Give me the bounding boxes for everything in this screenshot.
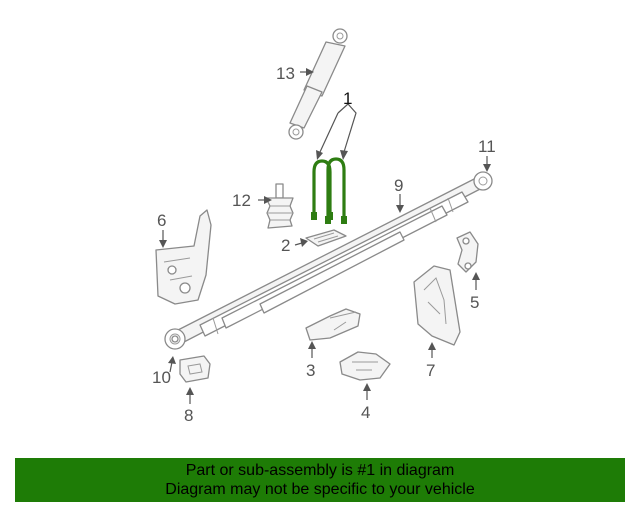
callout-2[interactable]: 2 [281, 236, 290, 255]
callout-6[interactable]: 6 [157, 211, 166, 230]
callout-9[interactable]: 9 [394, 176, 403, 195]
callout-1[interactable]: 1 [343, 89, 352, 108]
banner-line-part-reference: Part or sub-assembly is #1 in diagram [185, 462, 455, 479]
callout-7[interactable]: 7 [426, 361, 435, 380]
callout-13[interactable]: 13 [276, 64, 295, 83]
shackle-part-5[interactable] [456, 231, 479, 273]
diagram-notice-banner: Part or sub-assembly is #1 in diagram Di… [15, 458, 625, 502]
bracket-part-3[interactable] [305, 308, 361, 341]
callout-labels: 13 1 12 2 9 11 6 5 7 3 4 8 10 [152, 64, 496, 425]
rear-hanger-part-7[interactable] [413, 265, 461, 346]
callout-3[interactable]: 3 [306, 361, 315, 380]
front-bushing-part-10[interactable] [171, 335, 179, 343]
callout-11[interactable]: 11 [478, 137, 496, 156]
front-hanger-part-6[interactable] [155, 209, 212, 305]
callout-4[interactable]: 4 [361, 403, 370, 422]
shock-absorber-part-13[interactable] [288, 28, 348, 140]
spring-eye-bushing-part-11[interactable] [473, 171, 493, 191]
banner-line-disclaimer: Diagram may not be specific to your vehi… [165, 481, 475, 498]
callout-8[interactable]: 8 [184, 406, 193, 425]
spring-seat-part-2[interactable] [305, 229, 347, 247]
clamp-part-8[interactable] [179, 355, 211, 383]
bump-stop-part-12[interactable] [265, 183, 294, 229]
leaf-spring-part-9[interactable] [164, 175, 487, 350]
callout-12[interactable]: 12 [232, 191, 251, 210]
u-bolt-part-1[interactable] [311, 157, 347, 224]
callout-5[interactable]: 5 [470, 293, 479, 312]
spring-plate-part-4[interactable] [339, 351, 391, 381]
parts-diagram: 13 1 12 2 9 11 6 5 7 3 4 8 10 [152, 28, 496, 425]
callout-10[interactable]: 10 [152, 368, 171, 387]
callout-leaders [159, 68, 491, 404]
